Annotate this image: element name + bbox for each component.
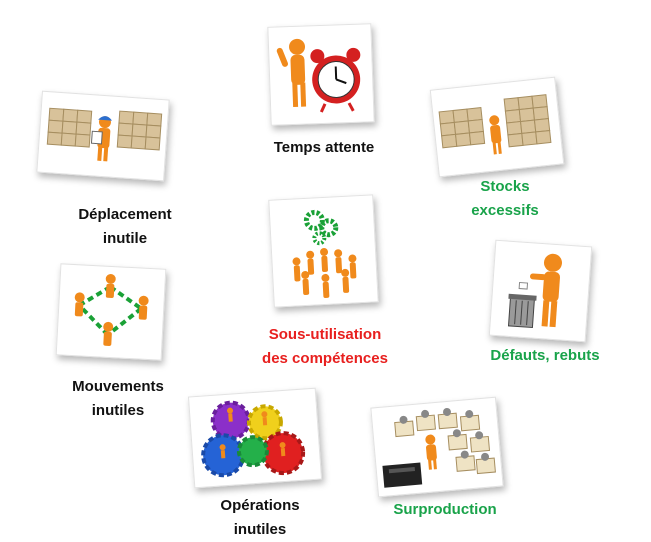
colored-gears-icon xyxy=(189,389,321,488)
production-icon xyxy=(371,398,502,496)
label-defauts-rebuts: Défauts, rebuts xyxy=(470,344,620,368)
gears-icon xyxy=(269,195,377,306)
card-surproduction xyxy=(370,397,503,498)
label-deplacement-inutile-line2: inutile xyxy=(50,227,200,251)
label-temps-attente: Temps attente xyxy=(254,136,394,160)
label-surproduction: Surproduction xyxy=(370,498,520,522)
label-operations-inutiles-line2: inutiles xyxy=(190,518,330,542)
trash-icon xyxy=(490,241,591,341)
card-deplacement-inutile xyxy=(36,91,169,182)
card-sous-utilisation xyxy=(268,194,379,307)
label-stocks-excessifs-line1: Stocks xyxy=(440,175,570,199)
card-temps-attente xyxy=(267,23,374,126)
label-operations-inutiles-line1: Opérations xyxy=(190,494,330,518)
label-stocks-excessifs-line2: excessifs xyxy=(440,199,570,223)
card-defauts-rebuts xyxy=(489,240,592,343)
label-sous-utilisation-line2: des compétences xyxy=(240,347,410,371)
label-mouvements-inutiles-line1: Mouvements xyxy=(48,375,188,399)
card-operations-inutiles xyxy=(188,388,322,489)
label-mouvements-inutiles-line2: inutiles xyxy=(48,399,188,423)
network-icon xyxy=(57,264,166,359)
card-mouvements-inutiles xyxy=(56,263,167,360)
clock-icon xyxy=(268,24,373,125)
boxes-icon xyxy=(431,78,563,176)
card-stocks-excessifs xyxy=(430,77,565,178)
label-deplacement-inutile-line1: Déplacement xyxy=(50,203,200,227)
label-sous-utilisation-line1: Sous-utilisation xyxy=(240,323,410,347)
boxes-icon xyxy=(37,92,168,181)
